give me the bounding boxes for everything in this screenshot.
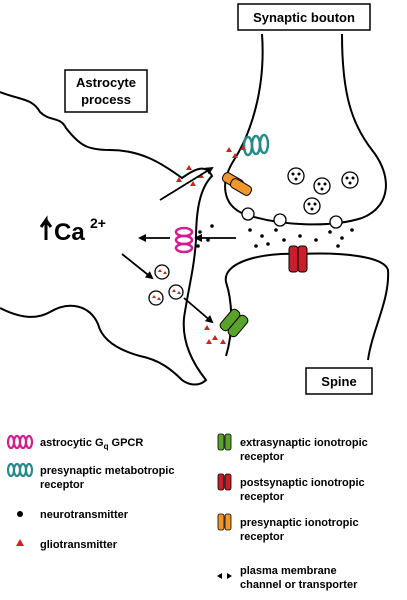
double-arrow-icon [217,573,232,579]
svg-text:receptor: receptor [40,479,85,491]
triangle-icon [16,539,24,546]
astrocytic-gq-gpcr [174,226,194,254]
extrasynaptic-ionotropic-receptor [219,308,249,338]
synaptic-bouton-membrane [224,33,387,226]
astrocyte-body [0,91,214,386]
spine-label: Spine [305,367,373,395]
dot-icon [17,511,23,517]
synaptic-bouton-label: Synaptic bouton [237,3,371,31]
svg-text:Spine: Spine [321,374,356,389]
svg-text:process: process [81,92,131,107]
svg-text:astrocytic Gq GPCR: astrocytic Gq GPCR [40,437,143,451]
legend: astrocytic Gq GPCR presynaptic metabotro… [6,433,368,591]
svg-text:Astrocyte: Astrocyte [76,75,136,90]
svg-text:presynaptic ionotropic: presynaptic ionotropic [240,517,359,529]
svg-text:Ca: Ca [54,219,85,246]
legend-item-neurotransmitter: neurotransmitter [17,509,129,521]
presynaptic-ionotropic-receptor [221,172,253,196]
legend-item-presynaptic-metabotropic: presynaptic metabotropic receptor [6,462,174,491]
coil-receptor-icon [6,434,34,450]
vesicle-contents [291,172,355,211]
up-arrow-icon [39,215,53,240]
legend-item-plasma-membrane-channel: plasma membrane channel or transporter [217,565,358,591]
legend-item-postsynaptic-ionotropic: postsynaptic ionotropic receptor [217,473,365,503]
svg-text:gliotransmitter: gliotransmitter [40,539,118,551]
svg-text:extrasynaptic ionotropic: extrasynaptic ionotropic [240,437,368,449]
svg-text:presynaptic metabotropic: presynaptic metabotropic [40,465,174,477]
legend-item-presynaptic-ionotropic: presynaptic ionotropic receptor [217,513,359,543]
neurotransmitter-cleft [196,224,354,248]
legend-item-extrasynaptic-ionotropic: extrasynaptic ionotropic receptor [217,433,368,463]
svg-text:postsynaptic ionotropic: postsynaptic ionotropic [240,477,365,489]
channel-icon [217,513,232,531]
svg-text:receptor: receptor [240,491,285,503]
coil-receptor-icon [6,462,34,478]
signaling-arrows [121,166,236,324]
channel-icon [217,433,232,451]
legend-item-gpcr: astrocytic Gq GPCR [6,434,143,451]
channel-icon [217,473,232,491]
postsynaptic-ionotropic-receptor [288,245,308,273]
svg-text:receptor: receptor [240,531,285,543]
astrocyte-vesicles [148,264,184,306]
svg-text:neurotransmitter: neurotransmitter [40,509,129,521]
svg-text:plasma membrane: plasma membrane [240,565,337,577]
svg-text:channel or transporter: channel or transporter [240,579,358,591]
svg-text:2+: 2+ [90,215,106,231]
svg-text:receptor: receptor [240,451,285,463]
astrocyte-process-label: Astrocyte process [64,69,148,113]
calcium-rise-label: Ca 2+ [39,215,106,246]
legend-item-gliotransmitter: gliotransmitter [16,539,118,551]
presynaptic-metabotropic-receptor [242,133,270,157]
svg-text:Synaptic bouton: Synaptic bouton [253,10,355,25]
bouton-vesicles [241,167,359,229]
